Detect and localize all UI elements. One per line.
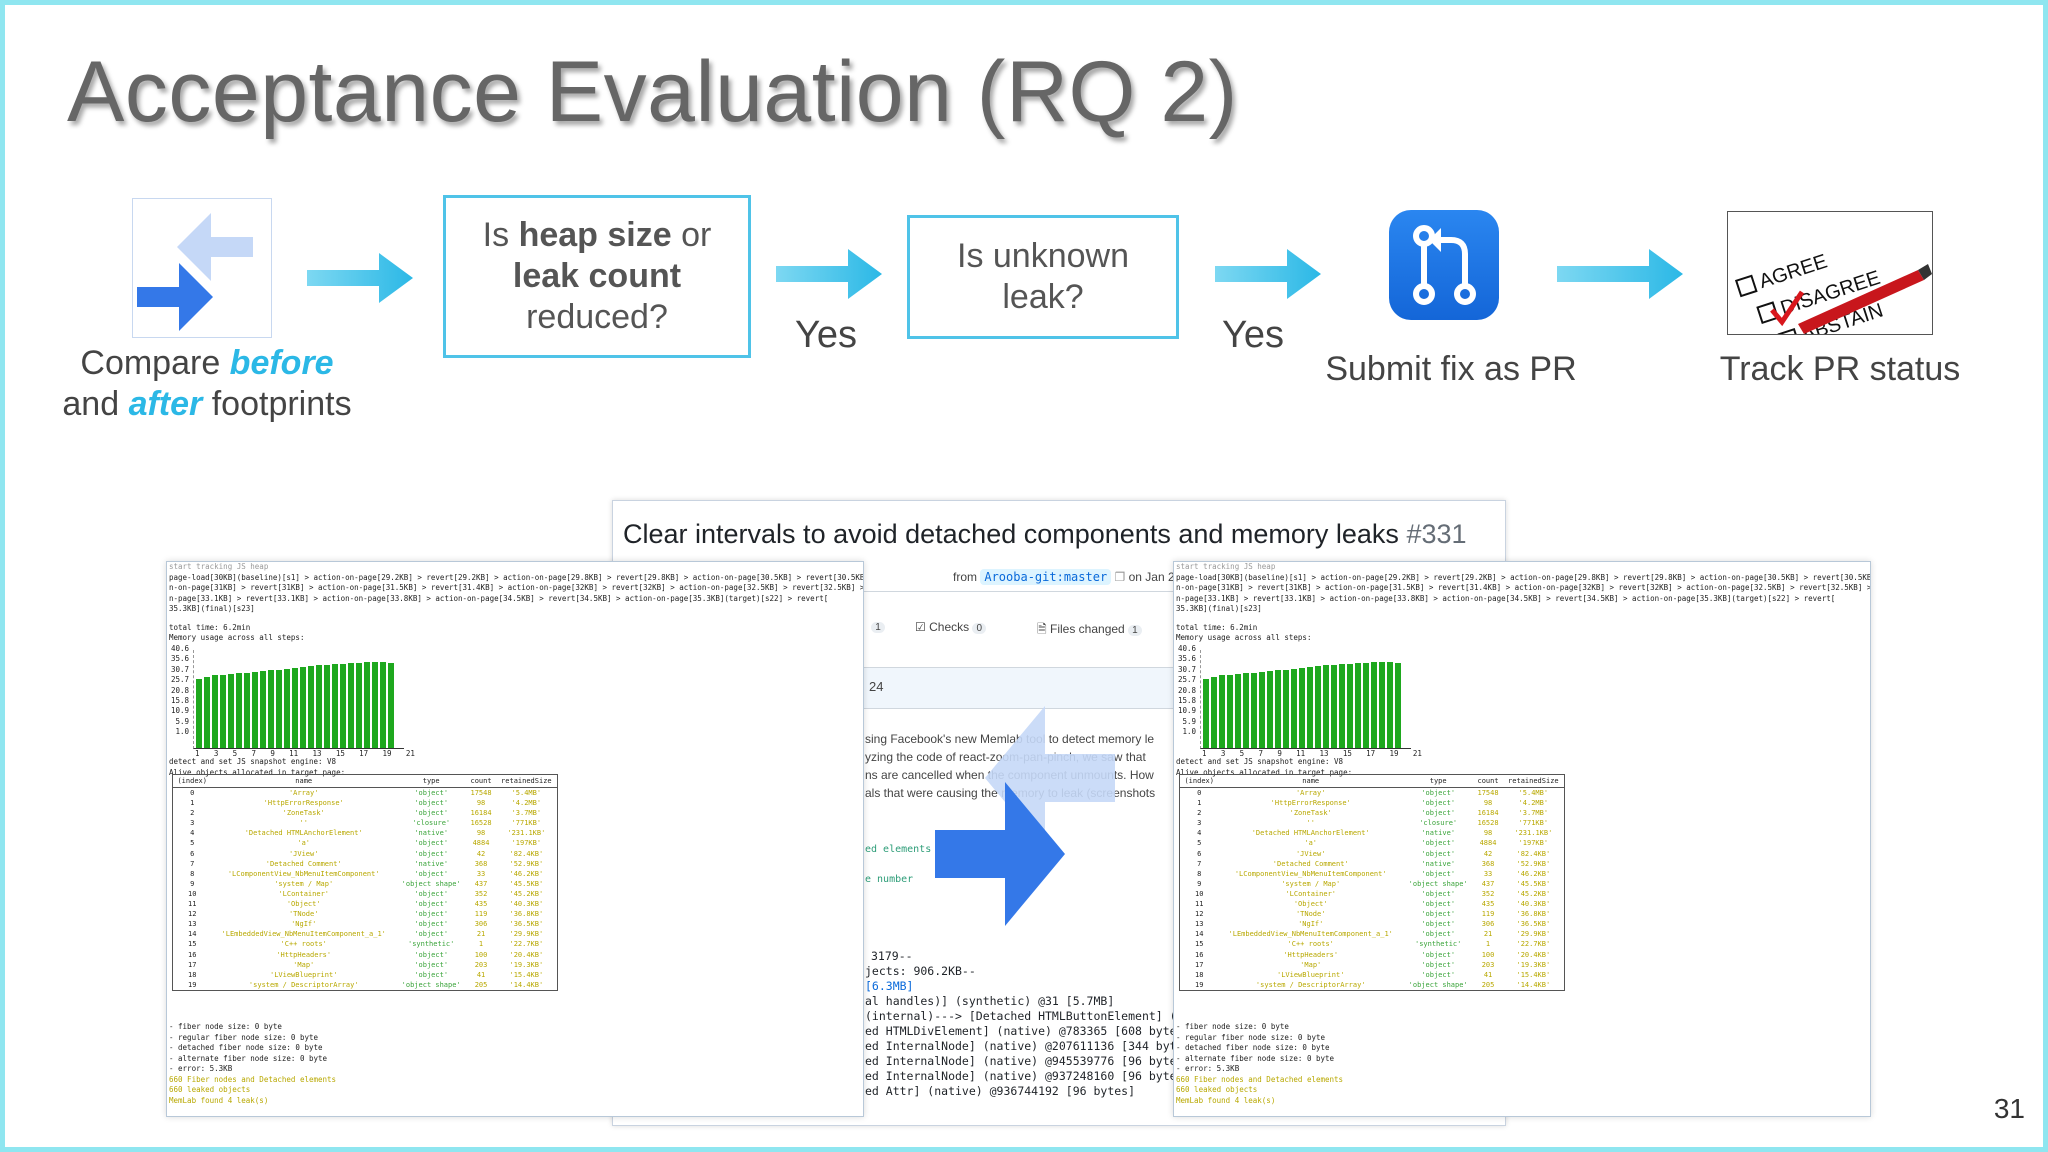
flow-arrow-4 — [1557, 249, 1683, 299]
memory-bar-chart — [193, 650, 404, 749]
flow-arrow-3 — [1215, 249, 1321, 299]
pr-title: Clear intervals to avoid detached compon… — [623, 519, 1467, 549]
table-row: 4'Detached HTMLAnchorElement''native'98'… — [190, 829, 546, 838]
submit-pr-label: Submit fix as PR — [1325, 350, 1577, 388]
checks-icon: ☑ — [915, 620, 926, 634]
table-row: 1'HttpErrorResponse''object'98'4.2MB' — [190, 799, 542, 808]
table-row: 8'LComponentView_NbMenuItemComponent''ob… — [190, 869, 544, 878]
table-row: 0'Array''object'17548'5.4MB' — [190, 789, 542, 797]
table-row: 3'''closure'16528'771KB' — [190, 819, 542, 828]
compare-footprints-label: Compare before and after footprints — [62, 344, 352, 423]
slide-title: Acceptance Evaluation (RQ 2) — [67, 44, 1238, 140]
table-row: 19'system / DescriptorArray''object shap… — [1195, 980, 1551, 989]
yes-label-2: Yes — [1222, 314, 1284, 356]
pr-body-line-1: sing Facebook's new Memlab tool to detec… — [865, 732, 1155, 746]
page-number: 31 — [1993, 1093, 2025, 1124]
pr-code-line-6: ed HTMLDivElement] (native) @783365 [608… — [865, 1024, 1191, 1038]
pr-green-line-2: e number — [865, 874, 914, 885]
pr-code-line-5: (internal)---> [Detached HTMLButtonEleme… — [865, 1009, 1212, 1023]
table-row: 18'LViewBlueprint''object'41'15.4KB' — [1195, 970, 1551, 979]
table-row: 10'LContainer''object'352'45.2KB' — [1195, 889, 1551, 898]
heap-size-question-box: Is heap size or leak count reduced? — [443, 195, 751, 358]
flow-arrow-2 — [776, 249, 882, 299]
files-icon: 🗎 — [1037, 622, 1047, 636]
table-row: 7'Detached Comment''native'368'52.9KB' — [1197, 859, 1551, 868]
pr-code-line-4: al handles)] (synthetic) @31 [5.7MB] — [865, 994, 1115, 1008]
table-row: 5'a''object'4884'197KB' — [1197, 839, 1549, 848]
table-row: 15'C++ roots''synthetic'1'22.7KB' — [1195, 940, 1551, 949]
pr-code-line-9: ed InternalNode] (native) @937248160 [96… — [865, 1069, 1191, 1083]
memlab-report-after: start tracking JS heap page-load[30KB](b… — [1173, 561, 1871, 1117]
table-row: 6'JView''object'42'82.4KB' — [1197, 849, 1551, 858]
table-row: 17'Map''object'203'19.3KB' — [188, 960, 544, 969]
table-row: 2'ZoneTask''object'16184'3.7MB' — [190, 809, 542, 818]
table-row: 16'HttpHeaders''object'100'20.4KB' — [1195, 950, 1551, 959]
table-row: 8'LComponentView_NbMenuItemComponent''ob… — [1197, 869, 1551, 878]
table-row: 11'Object''object'435'40.3KB' — [188, 900, 544, 909]
table-row: 1'HttpErrorResponse''object'98'4.2MB' — [1197, 799, 1549, 808]
table-row: 6'JView''object'42'82.4KB' — [190, 849, 544, 858]
table-row: 11'Object''object'435'40.3KB' — [1195, 900, 1551, 909]
flow-arrow-1 — [307, 253, 413, 303]
compare-arrows-icon — [132, 198, 272, 338]
compare-overlay-icon — [935, 690, 1135, 930]
table-row: 4'Detached HTMLAnchorElement''native'98'… — [1197, 829, 1553, 838]
table-row: 19'system / DescriptorArray''object shap… — [188, 980, 544, 989]
slide: Acceptance Evaluation (RQ 2) Compare bef… — [5, 5, 2043, 1147]
table-row: 12'TNode''object'119'36.8KB' — [188, 910, 544, 919]
tab-files-changed[interactable]: 🗎 Files changed 1 — [1037, 620, 1142, 641]
yes-label-1: Yes — [795, 314, 857, 356]
table-row: 16'HttpHeaders''object'100'20.4KB' — [188, 950, 544, 959]
table-row: 13'NgIf''object'306'36.5KB' — [188, 920, 544, 929]
table-row: 14'LEmbeddedView_NbMenuItemComponent_a_1… — [188, 930, 544, 939]
table-row: 9'system / Map''object shape'437'45.5KB' — [1197, 879, 1551, 888]
table-row: 7'Detached Comment''native'368'52.9KB' — [190, 859, 544, 868]
comment-date: 24 — [869, 679, 884, 694]
table-row: 13'NgIf''object'306'36.5KB' — [1195, 920, 1551, 929]
memlab-report-before: start tracking JS heap page-load[30KB](b… — [166, 561, 864, 1117]
table-row: 3'''closure'16528'771KB' — [1197, 819, 1549, 828]
pr-green-line-1: ed elements — [865, 844, 932, 855]
table-row: 17'Map''object'203'19.3KB' — [1195, 960, 1551, 969]
pr-code-line-3: [6.3MB] — [865, 979, 914, 993]
tab-commits-count[interactable]: 1 — [871, 622, 885, 633]
pr-code-line-10: ed Attr] (native) @936744192 [96 bytes] — [865, 1084, 1136, 1098]
memory-bar-chart — [1200, 650, 1411, 749]
table-row: 10'LContainer''object'352'45.2KB' — [188, 889, 544, 898]
tab-checks[interactable]: ☑ Checks 0 — [915, 620, 987, 634]
pr-code-line-1: 3179-- — [871, 949, 913, 963]
pr-code-line-2: jects: 906.2KB-- — [865, 964, 976, 978]
pr-branch-line: from Arooba-git:master ❐ on Jan 24 — [953, 569, 1182, 585]
table-row: 18'LViewBlueprint''object'41'15.4KB' — [188, 970, 544, 979]
track-pr-label: Track PR status — [1719, 350, 1961, 388]
table-row: 9'system / Map''object shape'437'45.5KB' — [190, 879, 544, 888]
table-row: 14'LEmbeddedView_NbMenuItemComponent_a_1… — [1195, 930, 1551, 939]
table-row: 15'C++ roots''synthetic'1'22.7KB' — [188, 940, 544, 949]
pull-request-icon — [1389, 210, 1499, 320]
table-row: 0'Array''object'17548'5.4MB' — [1197, 789, 1549, 797]
table-row: 12'TNode''object'119'36.8KB' — [1195, 910, 1551, 919]
ballot-checklist-icon: AGREE DISAGREE ABSTAIN — [1727, 211, 1933, 335]
pr-code-line-8: ed InternalNode] (native) @945539776 [96… — [865, 1054, 1191, 1068]
pr-code-line-7: ed InternalNode] (native) @207611136 [34… — [865, 1039, 1198, 1053]
table-row: 5'a''object'4884'197KB' — [190, 839, 542, 848]
table-row: 2'ZoneTask''object'16184'3.7MB' — [1197, 809, 1549, 818]
